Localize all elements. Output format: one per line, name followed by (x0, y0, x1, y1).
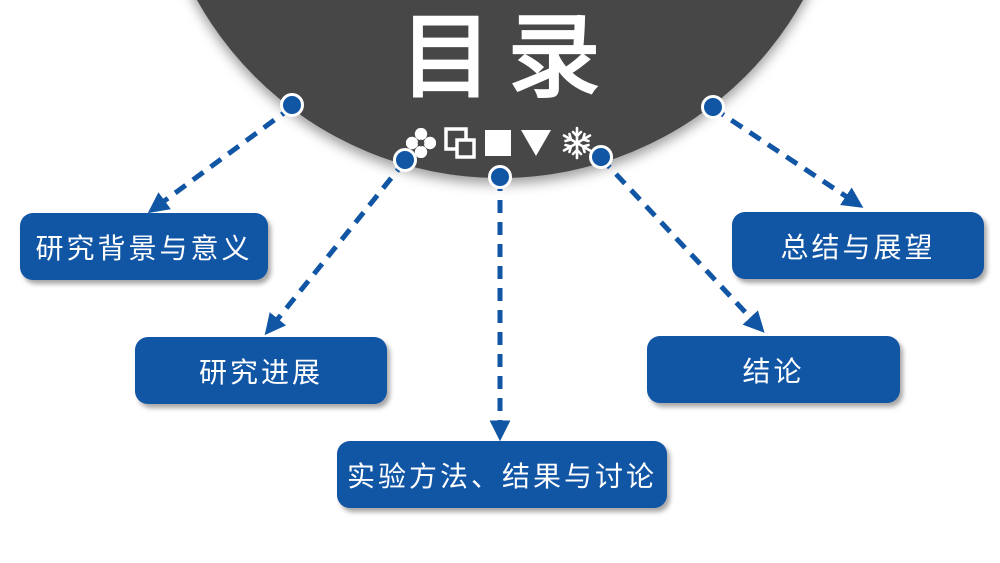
snowflake-icon (560, 126, 594, 160)
toc-label-conclusion: 结论 (742, 354, 805, 388)
toc-label-summary: 总结与展望 (780, 230, 936, 264)
toc-box-methods: 实验方法、结果与讨论 (337, 441, 667, 508)
toc-box-conclusion: 结论 (647, 336, 900, 403)
toc-box-summary: 总结与展望 (732, 212, 984, 279)
triangle-down-icon (519, 128, 553, 158)
quatrefoil-icon (406, 128, 436, 158)
toc-box-background: 研究背景与意义 (20, 213, 268, 280)
connector-line-2 (264, 159, 407, 336)
page-title: 目录 (399, 4, 616, 111)
shadowed-square-icon (443, 126, 477, 160)
toc-label-background: 研究背景与意义 (35, 231, 253, 265)
ornament-row (0, 126, 1000, 160)
toc-box-progress: 研究进展 (135, 337, 387, 404)
filled-square-icon (484, 129, 512, 157)
toc-label-progress: 研究进展 (198, 355, 323, 389)
toc-label-methods: 实验方法、结果与讨论 (346, 459, 657, 493)
